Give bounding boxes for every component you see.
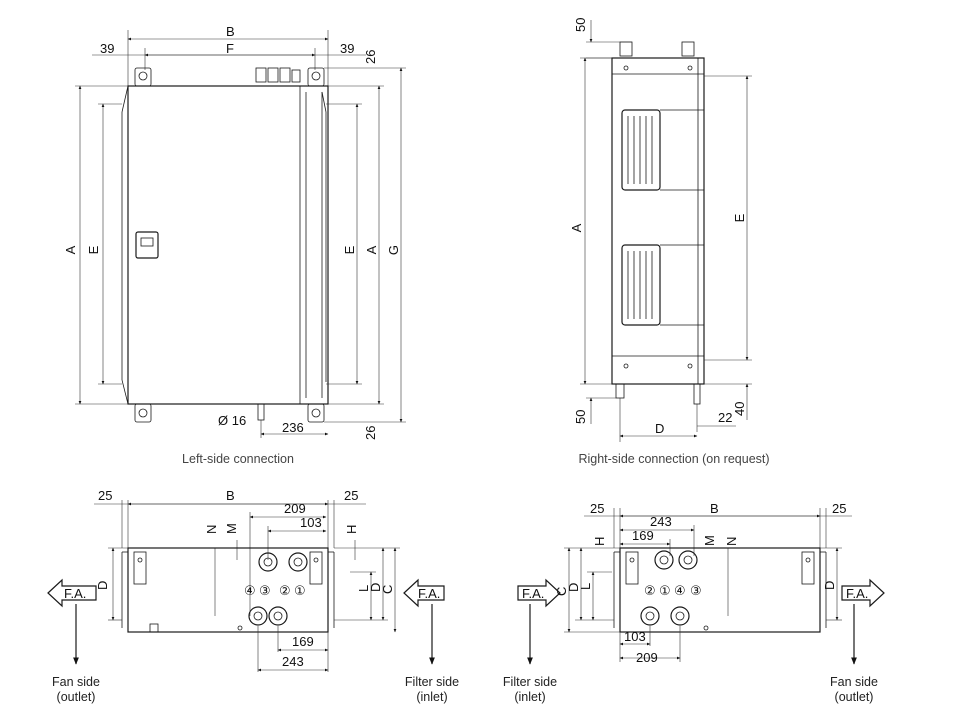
dim-L-br: L	[578, 583, 593, 590]
fresh-air-arrow-icon: F.A.	[517, 578, 561, 608]
dim-25-br-left: 25	[590, 501, 604, 516]
fan-side-outlet-br: (outlet)	[835, 690, 874, 704]
connection-4-br: ④	[674, 584, 686, 599]
dim-D-br-left: D	[566, 583, 581, 592]
dim-E-right: E	[342, 245, 357, 254]
dim-40: 40	[732, 402, 747, 416]
bottom-right-plan: B 25 25 243 169 H M N ② ①	[503, 501, 885, 704]
dim-A-rightview: A	[569, 223, 584, 232]
caption-left-side: Left-side connection	[182, 452, 294, 466]
dim-C-bl: C	[380, 585, 395, 594]
dim-22: 22	[718, 410, 732, 425]
dim-M-br: M	[702, 535, 717, 546]
fa-label-bl-right: F.A.	[418, 586, 440, 601]
fan-grille-icon	[621, 109, 704, 191]
bottom-left-plan: B 25 25 209 103 N M H	[47, 488, 459, 704]
dim-169-bl: 169	[292, 634, 314, 649]
dim-D-bl-left: D	[95, 581, 110, 590]
dim-M-bl: M	[224, 523, 239, 534]
left-side-view: B F 39 39	[63, 24, 406, 466]
dim-E-left: E	[86, 245, 101, 254]
connection-1-br: ①	[659, 584, 671, 599]
dim-A-left: A	[63, 245, 78, 254]
right-side-view: 50	[569, 18, 770, 466]
fan-side-label-br: Fan side	[830, 675, 878, 689]
connection-1-bl: ①	[294, 584, 306, 599]
dim-G: G	[386, 245, 401, 255]
dim-243-bl: 243	[282, 654, 304, 669]
fan-side-outlet-bl: (outlet)	[57, 690, 96, 704]
dim-50-bottom: 50	[573, 410, 588, 424]
dim-N-bl: N	[204, 525, 219, 534]
fa-label-bl-left: F.A.	[64, 586, 86, 601]
dim-103-br: 103	[624, 629, 646, 644]
fan-grille-icon	[621, 244, 704, 326]
dim-39-left: 39	[100, 41, 114, 56]
dim-236: 236	[282, 420, 304, 435]
dim-25-bl-right: 25	[344, 488, 358, 503]
dim-209-br: 209	[636, 650, 658, 665]
connection-4-bl: ④	[244, 584, 256, 599]
filter-side-inlet-bl: (inlet)	[416, 690, 447, 704]
dim-N-br: N	[724, 537, 739, 546]
caption-right-side: Right-side connection (on request)	[578, 452, 769, 466]
dim-H-bl: H	[344, 525, 359, 534]
dim-25-br-right: 25	[832, 501, 846, 516]
dim-B: B	[226, 24, 235, 39]
dim-50-top: 50	[573, 18, 588, 32]
filter-side-inlet-br: (inlet)	[514, 690, 545, 704]
fresh-air-arrow-icon: F.A.	[841, 578, 885, 608]
filter-side-label-bl: Filter side	[405, 675, 459, 689]
dim-D-bl-right: D	[368, 583, 383, 592]
dim-L-bl: L	[356, 585, 371, 592]
fresh-air-arrow-icon: F.A.	[403, 578, 445, 608]
dim-B-bl: B	[226, 488, 235, 503]
dim-H-br: H	[592, 537, 607, 546]
dim-E-rightview: E	[732, 213, 747, 222]
fa-label-br-right: F.A.	[846, 586, 868, 601]
connection-3-br: ③	[690, 584, 702, 599]
dim-D-br-right: D	[822, 581, 837, 590]
connection-3-bl: ③	[259, 584, 271, 599]
dim-103-bl: 103	[300, 515, 322, 530]
fa-label-br-left: F.A.	[522, 586, 544, 601]
dim-169-br: 169	[632, 528, 654, 543]
dim-o16: Ø 16	[218, 413, 246, 428]
fan-side-label-bl: Fan side	[52, 675, 100, 689]
dim-A-right: A	[364, 245, 379, 254]
dim-B-br: B	[710, 501, 719, 516]
filter-side-label-br: Filter side	[503, 675, 557, 689]
connection-2-bl: ②	[279, 584, 291, 599]
fresh-air-arrow-icon: F.A.	[47, 578, 97, 608]
dim-25-bl-left: 25	[98, 488, 112, 503]
dim-D-rightview: D	[655, 421, 664, 436]
dim-F: F	[226, 41, 234, 56]
dim-26-top: 26	[363, 50, 378, 64]
dim-243-br: 243	[650, 514, 672, 529]
dim-26-bottom: 26	[363, 426, 378, 440]
dim-39-right: 39	[340, 41, 354, 56]
dim-C-br: C	[554, 587, 569, 596]
connection-2-br: ②	[644, 584, 656, 599]
dim-209-bl: 209	[284, 501, 306, 516]
